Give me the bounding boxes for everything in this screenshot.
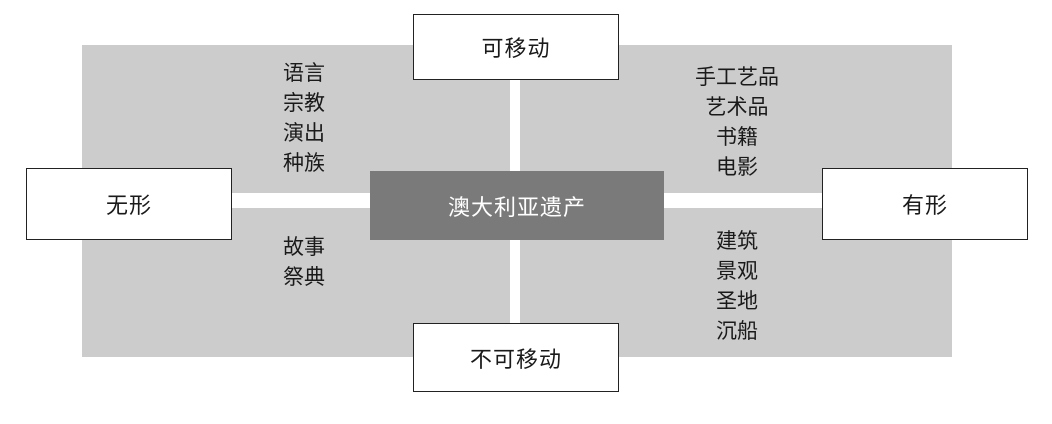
list-tangible-movable: 手工艺品 艺术品 书籍 电影 [695, 62, 779, 182]
list-item: 种族 [283, 151, 325, 175]
list-item: 景观 [716, 259, 758, 283]
list-item: 语言 [283, 61, 325, 85]
axis-label-intangible: 无形 [26, 168, 232, 240]
list-intangible-immovable: 故事 祭典 [283, 232, 325, 292]
list-tangible-immovable: 建筑 景观 圣地 沉船 [716, 226, 758, 346]
list-item: 手工艺品 [695, 65, 779, 89]
list-item: 宗教 [283, 91, 325, 115]
list-item: 建筑 [716, 229, 758, 253]
axis-label-tangible: 有形 [822, 168, 1028, 240]
center-label: 澳大利亚遗产 [370, 171, 664, 240]
list-item: 圣地 [716, 289, 758, 313]
list-item: 电影 [716, 155, 758, 179]
list-item: 演出 [283, 121, 325, 145]
list-item: 书籍 [716, 125, 758, 149]
axis-label-immovable: 不可移动 [413, 323, 619, 392]
axis-label-movable: 可移动 [413, 14, 619, 80]
list-intangible-movable: 语言 宗教 演出 种族 [283, 58, 325, 178]
list-item: 故事 [283, 235, 325, 259]
list-item: 祭典 [283, 265, 325, 289]
list-item: 艺术品 [705, 95, 769, 119]
list-item: 沉船 [716, 319, 758, 343]
